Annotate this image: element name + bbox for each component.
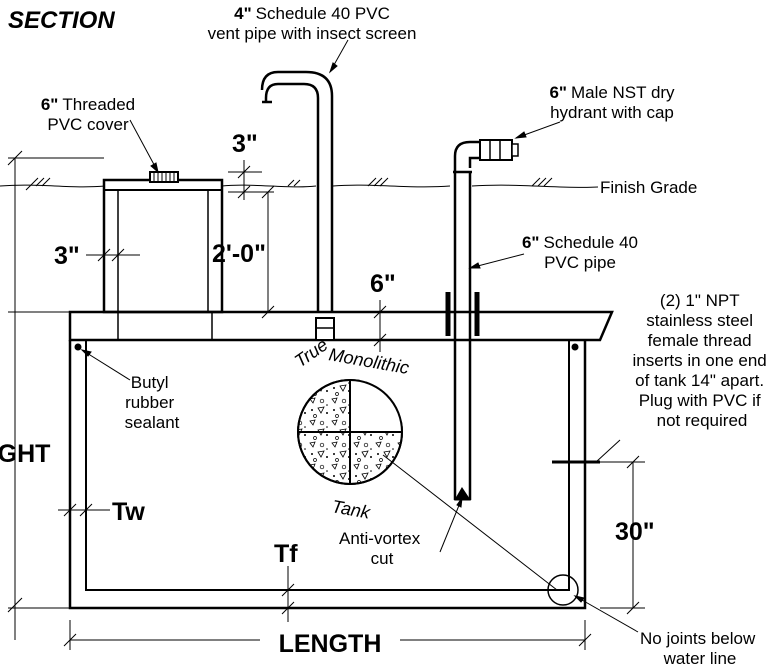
dim-riser-height: 2'-0" xyxy=(212,240,266,268)
vent-pipe-label-2: vent pipe with insect screen xyxy=(208,24,417,43)
logo-text-monolithic: Monolithic xyxy=(327,344,410,378)
sealant-label: Butyl rubber sealant xyxy=(125,373,180,432)
hydrant-cap-icon xyxy=(479,139,513,161)
pvc-pipe-label-1: 6"Schedule 40 xyxy=(522,233,638,252)
tank-walls xyxy=(68,340,587,610)
joints-note: No joints below water line xyxy=(640,629,760,668)
leader-lines xyxy=(80,39,639,633)
lid-opening xyxy=(117,312,213,340)
threaded-cover-icon xyxy=(149,171,179,183)
cover-label-1: 6"Threaded xyxy=(41,95,135,114)
dim-cover-above-grade: 3" xyxy=(232,130,258,158)
sealant-bead-left xyxy=(74,343,82,351)
finish-grade-label: Finish Grade xyxy=(600,178,697,197)
dimension-lines xyxy=(7,150,645,650)
hydrant-label-2: hydrant with cap xyxy=(550,103,674,122)
cover-label-2: PVC cover xyxy=(47,115,129,134)
logo-text-tank: Tank xyxy=(330,496,372,523)
riser xyxy=(102,171,224,314)
tank-lid xyxy=(68,310,614,342)
pvc-pipe-label-2: PVC pipe xyxy=(544,253,616,272)
joint-detail-circle xyxy=(547,574,579,606)
hydrant-pipe xyxy=(445,139,519,501)
dim-length: LENGTH xyxy=(279,630,382,658)
hydrant-label-1: 6"Male NST dry xyxy=(549,83,675,102)
inserts-note: (2) 1" NPT stainless steel female thread… xyxy=(633,291,772,430)
vent-pipe xyxy=(260,70,335,341)
dim-water-line: 30" xyxy=(615,518,655,546)
dim-height: HEIGHT xyxy=(0,440,50,468)
dim-wall: Tw xyxy=(112,498,145,526)
dim-riser-wall: 3" xyxy=(54,242,80,270)
anti-vortex-label: Anti-vortex cut xyxy=(339,529,425,568)
vent-pipe-label-1: 4"Schedule 40 PVC xyxy=(234,4,390,23)
finish-grade-line xyxy=(0,177,599,191)
section-title: SECTION xyxy=(8,7,115,34)
sealant-bead-right xyxy=(571,343,579,351)
dim-floor: Tf xyxy=(274,540,298,568)
true-monolithic-logo xyxy=(297,379,403,485)
dim-lid-thickness: 6" xyxy=(370,270,396,298)
